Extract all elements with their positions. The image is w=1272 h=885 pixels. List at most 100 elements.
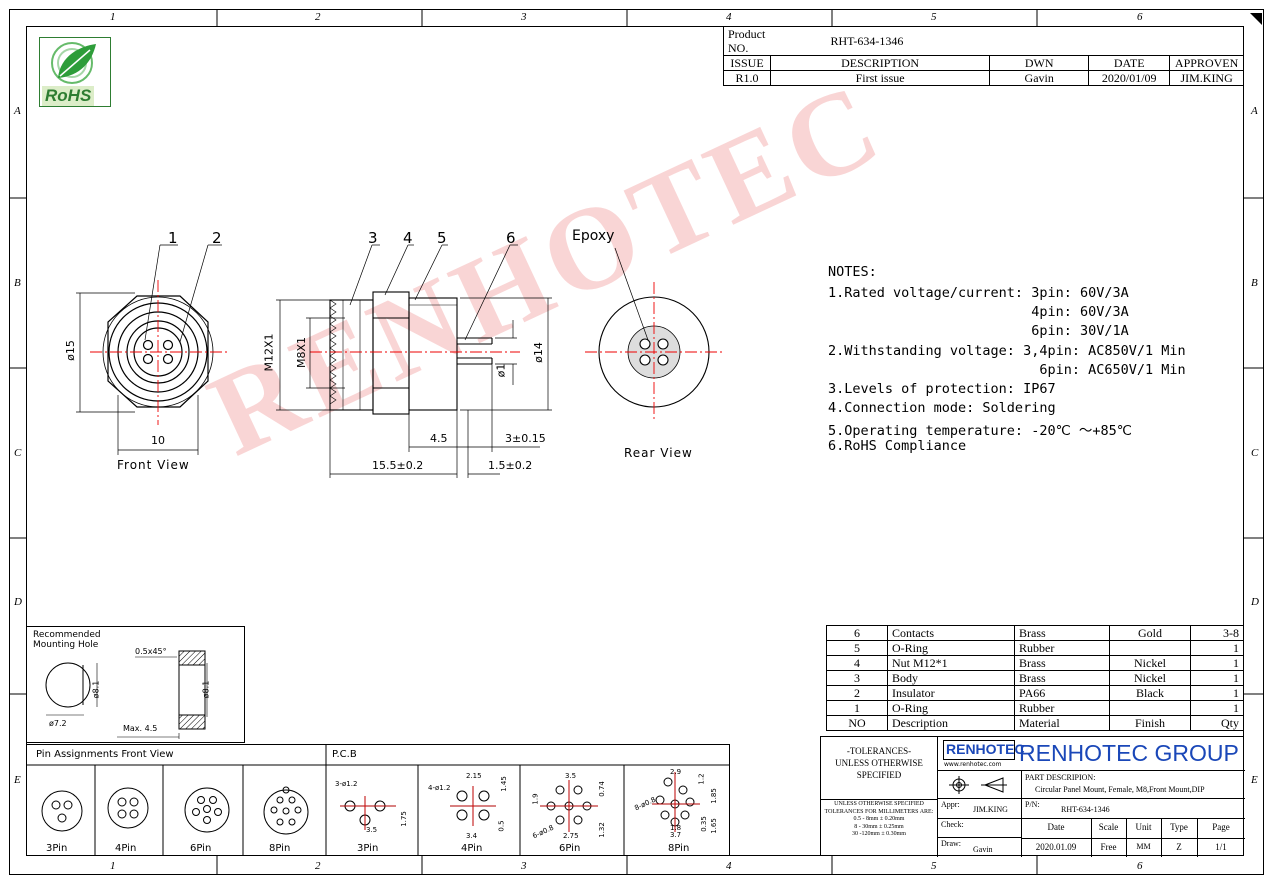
zone-col-1: 1 <box>110 11 116 23</box>
callout-4: 4 <box>403 229 413 247</box>
pcb8-r2: 1.85 <box>709 788 718 804</box>
bom-table: 6 Contacts Brass Gold 3-8 5 O-Ring Rubbe… <box>826 625 1244 731</box>
pin-assign-title: Pin Assignments Front View <box>36 749 174 760</box>
leaf-icon <box>51 42 96 84</box>
pcb4-w: 3.4 <box>466 832 478 840</box>
dim-3: 3±0.15 <box>505 432 546 445</box>
unit-value: MM <box>1136 842 1151 851</box>
bom-header-no: NO <box>826 715 888 731</box>
col-date: DATE <box>1088 55 1171 71</box>
zone-col-6: 6 <box>1137 11 1143 23</box>
side-dims <box>276 244 552 478</box>
note-line-6: 3.Levels of protection: IP67 <box>828 381 1056 397</box>
mounting-hole-box: Recommended Mounting Hole 0.5x45° ø8.1 ø… <box>26 626 245 743</box>
pin-pcb-box <box>26 744 730 856</box>
rohs-logo: RoHS <box>39 37 111 107</box>
row-date: 2020/01/09 <box>1088 70 1171 86</box>
zone-row-c: C <box>14 447 22 459</box>
note-line-8: 5.Operating temperature: -20℃ ～+85℃ <box>828 423 1132 439</box>
appr-value: JIM.KING <box>973 805 1008 814</box>
callout-3: 3 <box>368 229 378 247</box>
group-name: RENHOTEC GROUP <box>1019 740 1239 766</box>
appr-label: Appr: <box>941 800 960 809</box>
scale-value: Free <box>1100 842 1117 852</box>
callout-2: 2 <box>212 229 222 247</box>
outer-frame <box>9 9 1264 875</box>
pn-label: P/N: <box>1025 800 1040 809</box>
pin-label-3: 3Pin <box>46 843 68 854</box>
zone-col-4-bottom: 4 <box>726 860 732 872</box>
rear-view <box>585 247 722 422</box>
col-issue: ISSUE <box>723 55 771 71</box>
rohs-text: RoHS <box>42 86 95 106</box>
pcb6-w: 2.75 <box>563 832 579 840</box>
mounting-d72: ø7.2 <box>49 719 67 728</box>
col-page-label: Page <box>1212 822 1230 832</box>
logo-url: www.renhotec.com <box>944 761 1002 768</box>
side-view <box>310 291 520 415</box>
dim-4-5: 4.5 <box>430 432 448 445</box>
product-no-label: Product NO. <box>723 26 771 56</box>
mounting-hole-drawing <box>45 650 208 739</box>
part-desc: Circular Panel Mount, Female, M8,Front M… <box>1035 785 1205 794</box>
tolerances-head: -TOLERANCES- UNLESS OTHERWISE SPECIFIED <box>835 746 923 780</box>
mounting-chamfer: 0.5x45° <box>135 647 167 656</box>
zone-col-3-bottom: 3 <box>521 860 527 872</box>
zone-row-c-right: C <box>1251 447 1259 459</box>
epoxy-label: Epoxy <box>572 228 615 244</box>
pcb3-hole: 3-ø1.2 <box>335 780 358 788</box>
pn-value: RHT-634-1346 <box>1061 805 1110 814</box>
zone-col-2: 2 <box>315 11 321 23</box>
callout-6: 6 <box>506 229 516 247</box>
zone-col-4: 4 <box>726 11 732 23</box>
mounting-max45: Max. 4.5 <box>123 724 158 733</box>
draw-label: Draw: <box>941 839 961 848</box>
row-description: First issue <box>769 70 991 86</box>
pcb4-top: 2.15 <box>466 772 482 780</box>
mounting-title-1: Recommended <box>33 630 101 640</box>
pin-label-6: 6Pin <box>190 843 212 854</box>
projection-symbol-icon <box>949 776 1007 794</box>
row-approven: JIM.KING <box>1169 70 1244 86</box>
dim-10: 10 <box>151 434 165 447</box>
col-scale-label: Scale <box>1098 822 1119 832</box>
dim-1-5: 1.5±0.2 <box>488 459 533 472</box>
front-view-label: Front View <box>117 458 190 472</box>
title-block: -TOLERANCES- UNLESS OTHERWISE SPECIFIED … <box>820 736 1245 857</box>
bom-material: Rubber <box>1014 640 1110 656</box>
zone-row-d: D <box>14 596 22 608</box>
pcb-label-3: 3Pin <box>357 843 379 854</box>
bom-header-material: Material <box>1014 715 1110 731</box>
col-type-label: Type <box>1170 822 1188 832</box>
pcb-title: P.C.B <box>332 749 357 760</box>
row-issue: R1.0 <box>723 70 771 86</box>
pcb8-r1: 1.2 <box>697 773 706 785</box>
pcb3-h: 1.75 <box>399 811 408 827</box>
pcb4-hole: 4-ø1.2 <box>428 784 451 792</box>
zone-col-5-bottom: 5 <box>931 860 937 872</box>
revision-table: Product NO. RHT-634-1346 ISSUE DESCRIPTI… <box>723 26 1244 86</box>
bom-row-5: 5 O-Ring Rubber 1 <box>826 640 1244 656</box>
pcb-label-4: 4Pin <box>461 843 483 854</box>
zone-col-5: 5 <box>931 11 937 23</box>
row-dwn: Gavin <box>989 70 1090 86</box>
renhotec-logo: RENHOTEC <box>943 740 1025 760</box>
col-unit-label: Unit <box>1135 822 1152 832</box>
note-line-4: 2.Withstanding voltage: 3,4pin: AC850V/1… <box>828 343 1186 359</box>
pcb8-top: 2.9 <box>670 768 682 776</box>
pcb8-r3: 0.35 <box>699 816 708 832</box>
notes-title: NOTES: <box>828 264 877 280</box>
bom-row-4: 4 Nut M12*1 Brass Nickel 1 <box>826 655 1244 671</box>
zone-row-e: E <box>14 774 21 786</box>
note-line-7: 4.Connection mode: Soldering <box>828 400 1056 416</box>
zone-col-1-bottom: 1 <box>110 860 116 872</box>
front-dims <box>76 244 222 455</box>
check-label: Check: <box>941 820 964 829</box>
bom-desc: O-Ring <box>887 700 1015 716</box>
draw-value: Gavin <box>973 845 993 854</box>
pcb8-w2: 3.7 <box>670 831 682 839</box>
product-no: RHT-634-1346 <box>770 26 1244 56</box>
callout-1: 1 <box>168 229 178 247</box>
